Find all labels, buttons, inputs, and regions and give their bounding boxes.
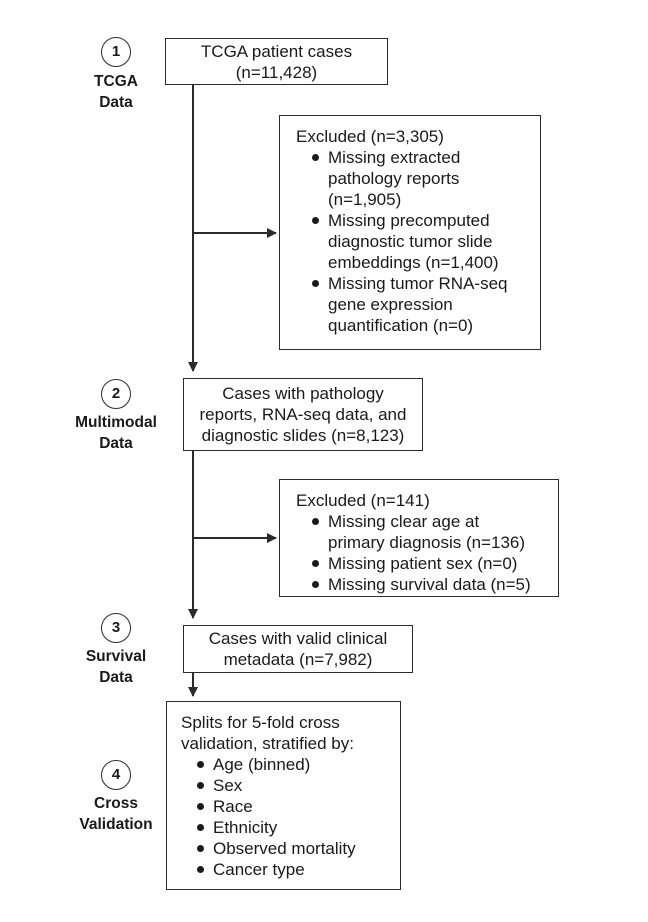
item-text-line: primary diagnosis (n=136) <box>328 533 526 552</box>
exclusion-2-item: Missing survival data (n=5) <box>310 574 546 595</box>
stage-2-label-line: Data <box>99 435 133 452</box>
exclusion-2-item: Missing clear age at primary diagnosis (… <box>310 511 546 553</box>
exclusion-1-title: Excluded (n=3,305) <box>296 127 444 146</box>
item-text-line: Missing clear age at <box>328 512 480 531</box>
exclusion-1-list: Missing extracted pathology reports (n=1… <box>296 147 528 336</box>
stage-3-label: Survival Data <box>66 646 166 688</box>
stage-3-number: 3 <box>101 613 131 643</box>
item-text-line: quantification (n=0) <box>328 316 474 335</box>
stage-3-label-line: Survival <box>85 648 147 665</box>
box-text-line: TCGA patient cases <box>200 41 353 61</box>
box-text-line: (n=11,428) <box>235 62 318 82</box>
strata-item: Observed mortality <box>195 838 388 859</box>
item-text-line: Missing patient sex (n=0) <box>328 554 518 573</box>
stage-1-label-line: Data <box>99 94 133 111</box>
item-text-line: Missing tumor RNA-seq <box>328 274 508 293</box>
stage-4-label-line: Validation <box>79 816 153 833</box>
strata-item: Age (binned) <box>195 754 388 775</box>
item-text-line: Missing extracted <box>328 148 461 167</box>
splits-strata-list: Age (binned) Sex Race Ethnicity Observed… <box>181 754 388 880</box>
survival-cases-box: Cases with valid clinical metadata (n=7,… <box>183 625 413 673</box>
exclusion-box-1: Excluded (n=3,305) Missing extracted pat… <box>279 115 541 350</box>
exclusion-1-item: Missing extracted pathology reports (n=1… <box>310 147 528 210</box>
exclusion-1-item: Missing precomputed diagnostic tumor sli… <box>310 210 528 273</box>
strata-item: Ethnicity <box>195 817 388 838</box>
exclusion-2-title: Excluded (n=141) <box>296 491 430 510</box>
stage-3-label-line: Data <box>99 669 133 686</box>
stage-1-number: 1 <box>101 37 131 67</box>
box-text-line: reports, RNA-seq data, and <box>199 405 407 424</box>
cross-validation-splits-box: Splits for 5-fold cross validation, stra… <box>166 701 401 890</box>
box-text-line: Cases with pathology <box>222 384 384 403</box>
item-text-line: gene expression <box>328 295 453 314</box>
item-text-line: Missing precomputed <box>328 211 490 230</box>
box-text-line: Cases with valid clinical <box>208 629 388 648</box>
box-text-line: diagnostic slides (n=8,123) <box>201 426 405 445</box>
stage-4-label: Cross Validation <box>66 793 166 835</box>
stage-2-label-line: Multimodal <box>75 414 157 431</box>
stage-2-label: Multimodal Data <box>56 412 176 454</box>
item-text-line: embeddings (n=1,400) <box>328 253 499 272</box>
item-text-line: Missing survival data (n=5) <box>328 575 531 594</box>
stage-2-number: 2 <box>101 379 131 409</box>
exclusion-box-2: Excluded (n=141) Missing clear age at pr… <box>279 479 559 597</box>
multimodal-cases-box: Cases with pathology reports, RNA-seq da… <box>183 378 423 451</box>
exclusion-1-item: Missing tumor RNA-seq gene expression qu… <box>310 273 528 336</box>
stage-4-number: 4 <box>101 760 131 790</box>
exclusion-2-list: Missing clear age at primary diagnosis (… <box>296 511 546 595</box>
exclusion-2-item: Missing patient sex (n=0) <box>310 553 546 574</box>
box-text-line: metadata (n=7,982) <box>223 650 373 669</box>
stage-1-label: TCGA Data <box>66 71 166 113</box>
tcga-cases-box: TCGA patient cases (n=11,428) <box>165 38 388 85</box>
stage-4-label-line: Cross <box>94 795 138 812</box>
strata-item: Cancer type <box>195 859 388 880</box>
item-text-line: (n=1,905) <box>328 190 402 209</box>
strata-item: Sex <box>195 775 388 796</box>
splits-title-line: validation, stratified by: <box>181 734 354 753</box>
item-text-line: diagnostic tumor slide <box>328 232 493 251</box>
item-text-line: pathology reports <box>328 169 460 188</box>
strata-item: Race <box>195 796 388 817</box>
splits-title-line: Splits for 5-fold cross <box>181 713 340 732</box>
stage-1-label-line: TCGA <box>94 73 138 90</box>
